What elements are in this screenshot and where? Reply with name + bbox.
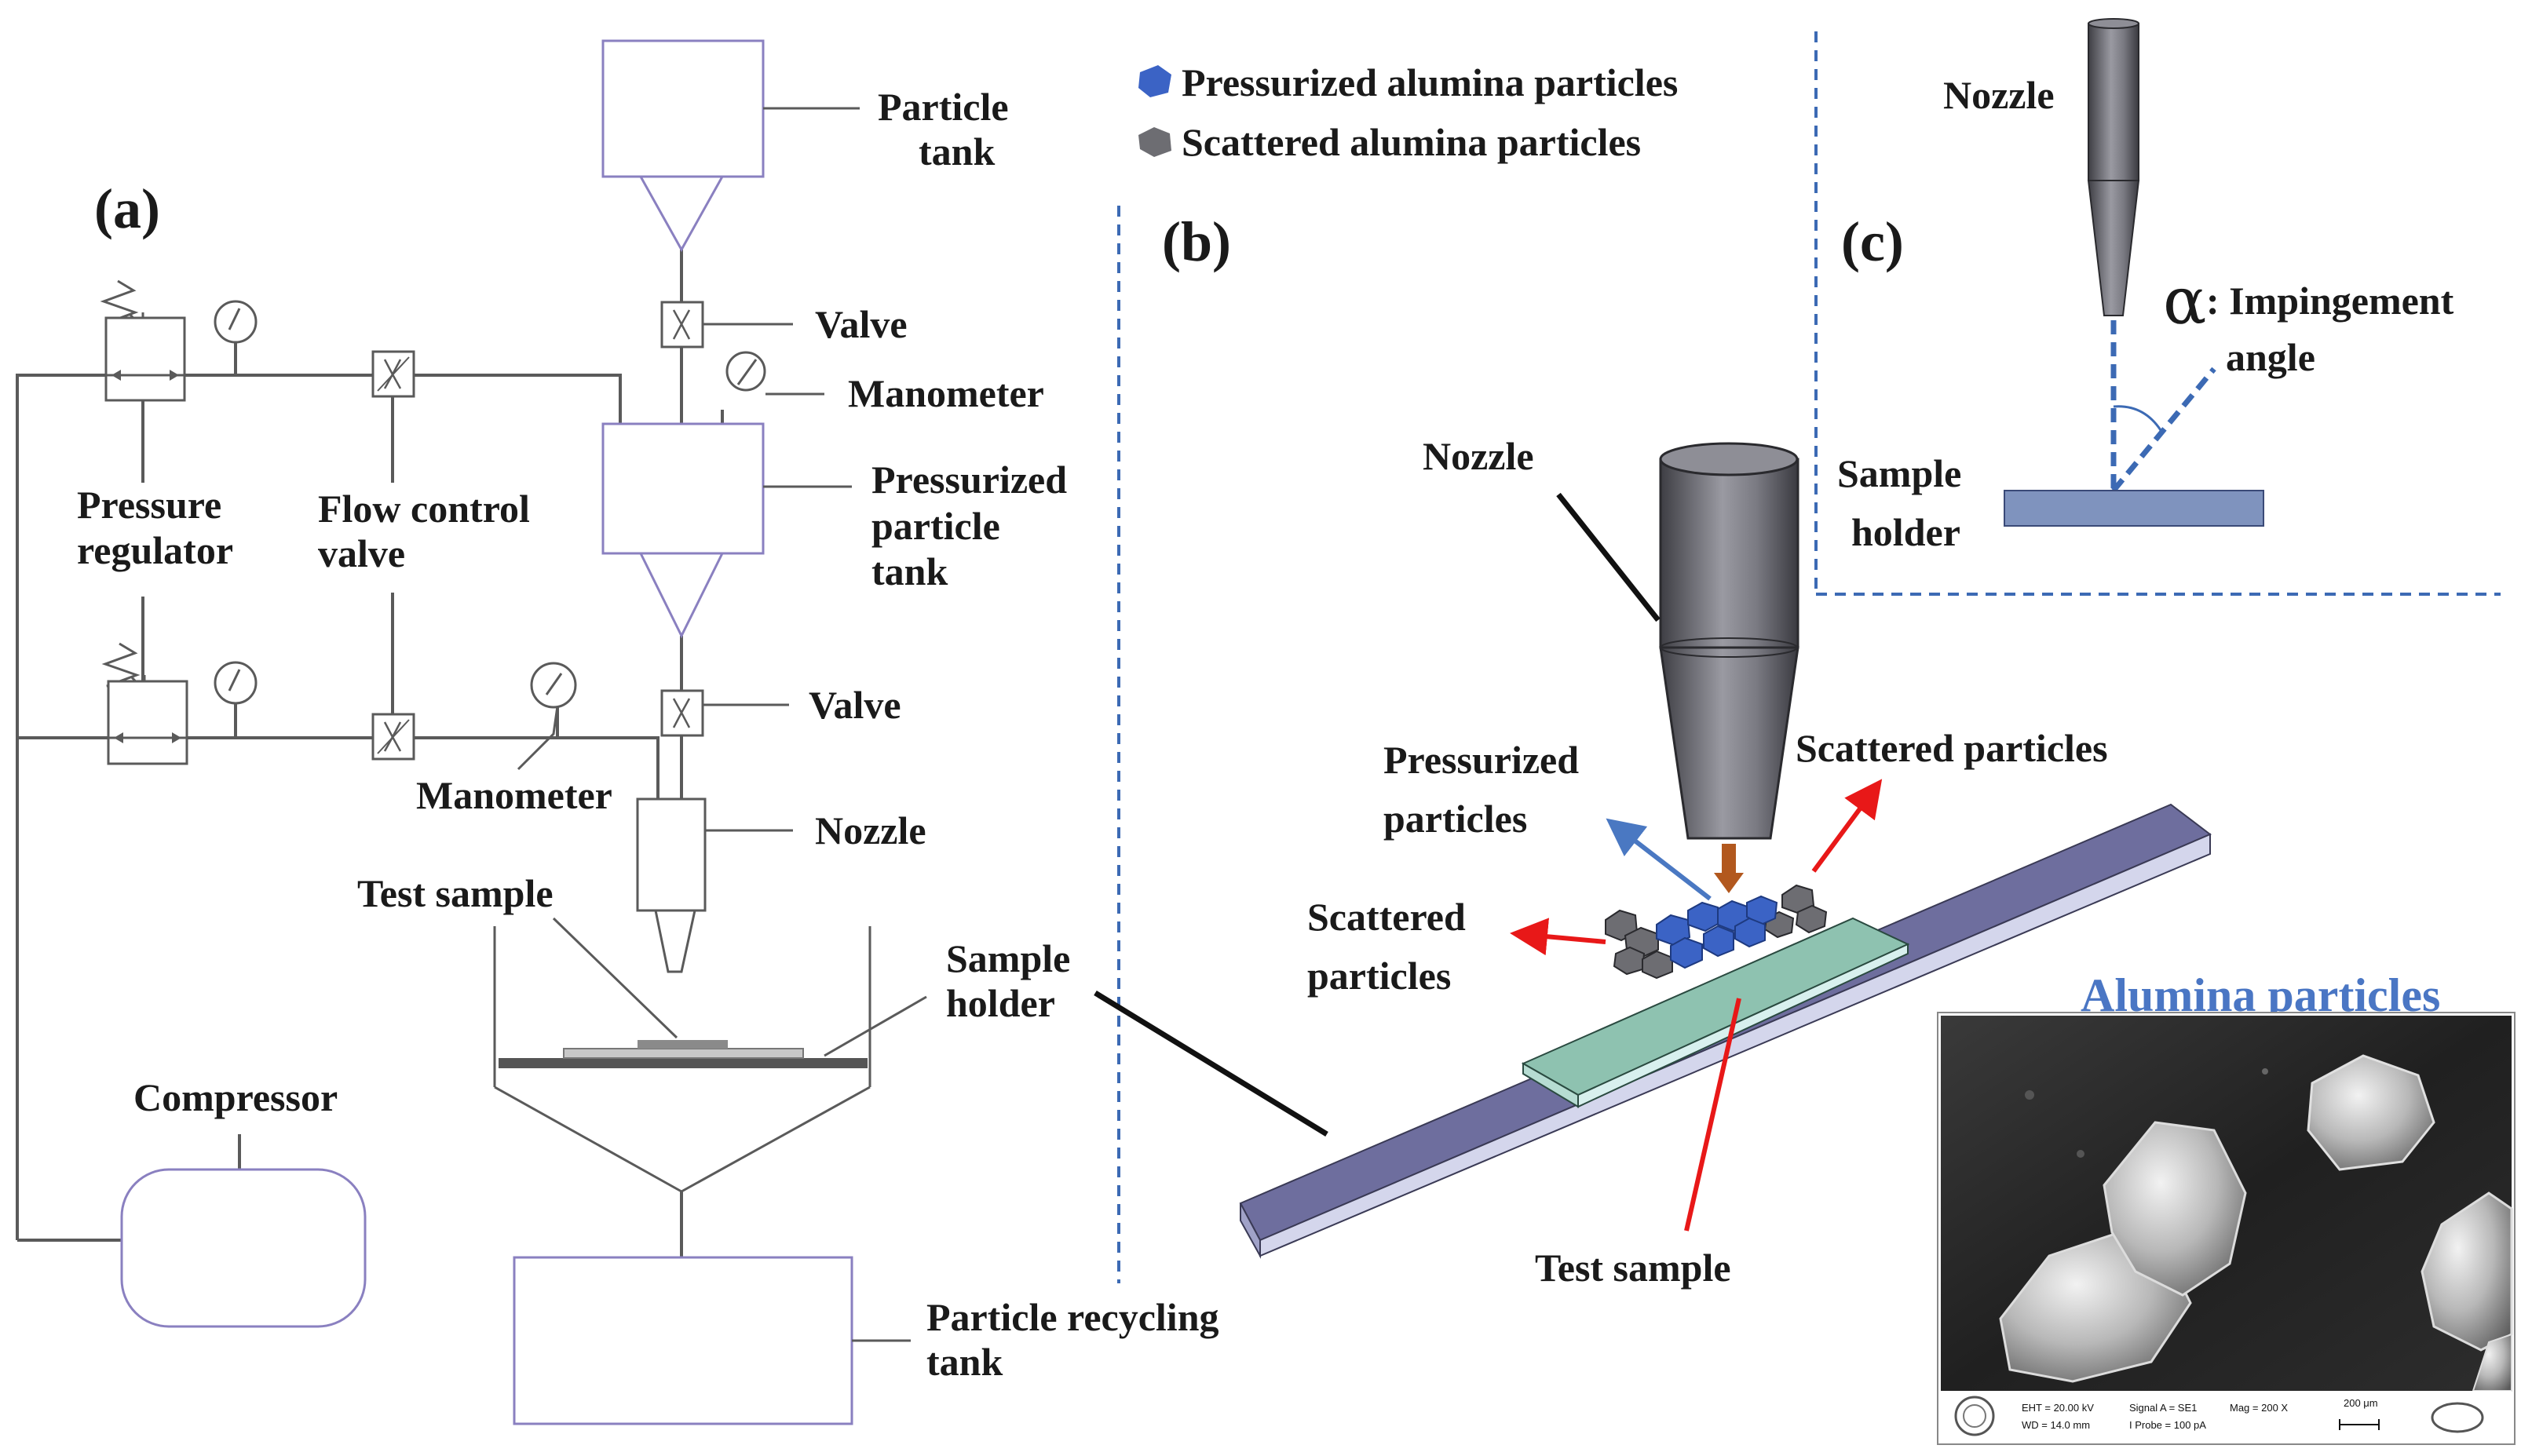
sem-signal: Signal A = SE1 bbox=[2129, 1402, 2197, 1414]
sample-holder-b-end bbox=[1240, 1202, 1261, 1259]
sample-holder-a-leader bbox=[824, 995, 927, 1057]
scattered-right-arrow bbox=[1811, 779, 1883, 873]
scattered-particles-right-label: Scattered particles bbox=[1796, 726, 2108, 770]
sem-wd: WD = 14.0 mm bbox=[2022, 1419, 2090, 1431]
sample-holder-a-label: Sample holder bbox=[946, 936, 1080, 1025]
pressurized-tank-label: Pressurized particle tank bbox=[871, 458, 1077, 593]
panel-b-label: (b) bbox=[1162, 210, 1231, 273]
valve-top-label: Valve bbox=[815, 302, 908, 346]
sem-particles bbox=[1999, 1054, 2513, 1392]
sem-logo-left-inner bbox=[1963, 1404, 1986, 1428]
panel-b: (b) Nozzle bbox=[1094, 210, 2212, 1290]
sem-scale-bar bbox=[2339, 1419, 2380, 1430]
nozzle-c bbox=[2087, 18, 2140, 316]
nozzle-b-label: Nozzle bbox=[1423, 434, 1534, 478]
legend-pressurized-marker bbox=[1138, 65, 1171, 97]
test-sample-a-leader bbox=[552, 917, 678, 1039]
sample-plate-a bbox=[563, 1048, 804, 1059]
legend-scattered-label: Scattered alumina particles bbox=[1182, 120, 1641, 164]
lower-pressure-line bbox=[186, 736, 659, 799]
impingement-angle-arc bbox=[2113, 405, 2162, 431]
gauge-lower-icon bbox=[214, 661, 258, 705]
sem-logo-right bbox=[2431, 1402, 2484, 1433]
particle-cluster bbox=[1605, 884, 1828, 980]
legend: Pressurized alumina particles Scattered … bbox=[1138, 60, 1678, 164]
sem-probe: I Probe = 100 pA bbox=[2129, 1419, 2206, 1431]
legend-scattered-marker bbox=[1138, 127, 1171, 157]
sample-holder-connector bbox=[1094, 991, 1328, 1137]
panel-c-label: (c) bbox=[1841, 210, 1904, 273]
sample-holder-c-label: Sample holder bbox=[1837, 451, 1971, 554]
valve-bottom bbox=[660, 689, 789, 737]
flow-control-valve-upper bbox=[371, 350, 415, 398]
manometer-top-label: Manometer bbox=[848, 371, 1044, 415]
scattered-particles-left-label: Scattered particles bbox=[1307, 895, 1475, 998]
gauge-upper-icon bbox=[214, 300, 258, 344]
pressurized-particles-arrow bbox=[1606, 818, 1712, 901]
scattered-left-arrow bbox=[1510, 918, 1606, 956]
valve-top bbox=[660, 301, 793, 348]
sem-eht: EHT = 20.00 kV bbox=[2022, 1402, 2094, 1414]
pressurized-particles-label: Pressurized particles bbox=[1383, 738, 1589, 841]
nozzle-a bbox=[636, 797, 707, 973]
sem-inset: Alumina particles EHT = 20.00 kV WD = 14… bbox=[1937, 969, 2516, 1445]
valve-bottom-label: Valve bbox=[809, 683, 901, 727]
sample-holder-a bbox=[499, 1058, 868, 1068]
alpha-symbol: α bbox=[2163, 265, 2206, 339]
test-sample-a bbox=[638, 1040, 728, 1049]
particle-recycling-tank bbox=[513, 1256, 853, 1425]
sem-logo-left bbox=[1954, 1396, 1995, 1436]
sem-mag: Mag = 200 X bbox=[2230, 1402, 2288, 1414]
upper-pressure-line bbox=[185, 374, 622, 424]
main-air-line bbox=[16, 374, 106, 1240]
nozzle-stream-arrow bbox=[1714, 844, 1744, 893]
nozzle-c-label: Nozzle bbox=[1943, 73, 2055, 117]
sample-holder-c bbox=[2004, 490, 2264, 527]
compressor-label: Compressor bbox=[133, 1075, 338, 1119]
sem-info-bar bbox=[1941, 1391, 2512, 1441]
pressure-regulator-upper bbox=[100, 279, 186, 402]
test-sample-b-end bbox=[1522, 1062, 1579, 1108]
panel-a-label: (a) bbox=[94, 177, 160, 240]
flow-control-valve-label: Flow control valve bbox=[318, 487, 539, 575]
pressure-regulator-label: Pressure regulator bbox=[77, 483, 233, 572]
particle-tank bbox=[601, 39, 765, 253]
pressure-regulator-lower bbox=[101, 642, 188, 765]
panel-a: (a) Particle bbox=[16, 39, 1229, 1425]
flow-control-valve-lower bbox=[371, 713, 415, 761]
manometer-left-icon bbox=[517, 662, 577, 771]
pressurized-particle-tank bbox=[601, 422, 765, 639]
collection-funnel bbox=[493, 926, 871, 1193]
nozzle-b bbox=[1659, 442, 1799, 840]
legend-pressurized-label: Pressurized alumina particles bbox=[1182, 60, 1678, 104]
test-sample-b-pointer bbox=[1684, 998, 1741, 1232]
nozzle-b-leader bbox=[1556, 492, 1661, 622]
compressor-unit bbox=[120, 1168, 367, 1328]
sem-scale-label: 200 μm bbox=[2344, 1397, 2378, 1409]
manometer-left-label: Manometer bbox=[416, 773, 612, 817]
nozzle-a-label: Nozzle bbox=[815, 808, 926, 852]
impingement-angle-label: : Impingement angle bbox=[2206, 279, 2464, 379]
impingement-direction-line bbox=[2111, 367, 2216, 493]
sem-info-text: EHT = 20.00 kV WD = 14.0 mm Signal A = S… bbox=[2022, 1397, 2378, 1431]
test-sample-a-label: Test sample bbox=[357, 871, 554, 915]
manometer-top-icon bbox=[725, 351, 824, 396]
test-sample-b-label: Test sample bbox=[1535, 1246, 1731, 1290]
recycling-tank-label: Particle recycling tank bbox=[926, 1295, 1229, 1384]
particle-tank-label: Particle tank bbox=[878, 85, 1018, 173]
panel-c: (c) Nozzle α : Impingement angle Sample … bbox=[1814, 18, 2501, 596]
